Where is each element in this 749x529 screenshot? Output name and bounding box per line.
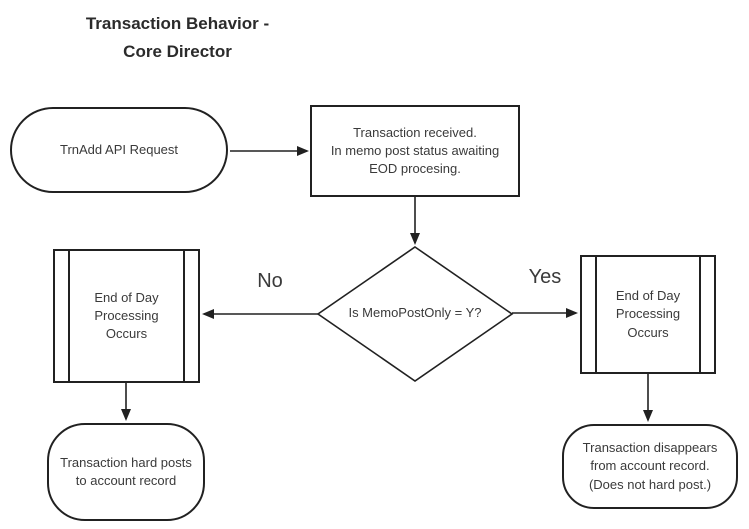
- node-disappears-label: Transaction disappears from account reco…: [582, 440, 718, 492]
- node-hardpost-terminator: Transaction hard posts to account record: [47, 423, 205, 521]
- node-eod-right-label: End of Day Processing Occurs: [615, 288, 681, 340]
- node-hardpost-label: Transaction hard posts to account record: [60, 454, 192, 488]
- diagram-title: Transaction Behavior - Core Director: [85, 14, 270, 62]
- predefined-right-bar: [183, 250, 185, 382]
- predefined-left-bar: [595, 256, 597, 373]
- node-transaction-received: Transaction received. In memo post statu…: [310, 105, 520, 197]
- node-eod-left: End of Day Processing Occurs: [53, 249, 200, 383]
- node-received-label: Transaction received. In memo post statu…: [330, 124, 500, 177]
- node-decision-label: Is MemoPostOnly = Y?: [348, 305, 482, 320]
- decision-diamond: [316, 246, 514, 382]
- node-disappears-terminator: Transaction disappears from account reco…: [562, 424, 738, 509]
- predefined-left-bar: [68, 250, 70, 382]
- edge-label-no: No: [257, 270, 283, 292]
- edge-label-yes: Yes: [528, 266, 562, 288]
- node-start-label: TrnAdd API Request: [59, 141, 179, 157]
- node-start-terminator: TrnAdd API Request: [10, 107, 228, 193]
- node-eod-left-label: End of Day Processing Occurs: [94, 289, 159, 342]
- node-eod-right: End of Day Processing Occurs: [580, 255, 716, 374]
- predefined-right-bar: [699, 256, 701, 373]
